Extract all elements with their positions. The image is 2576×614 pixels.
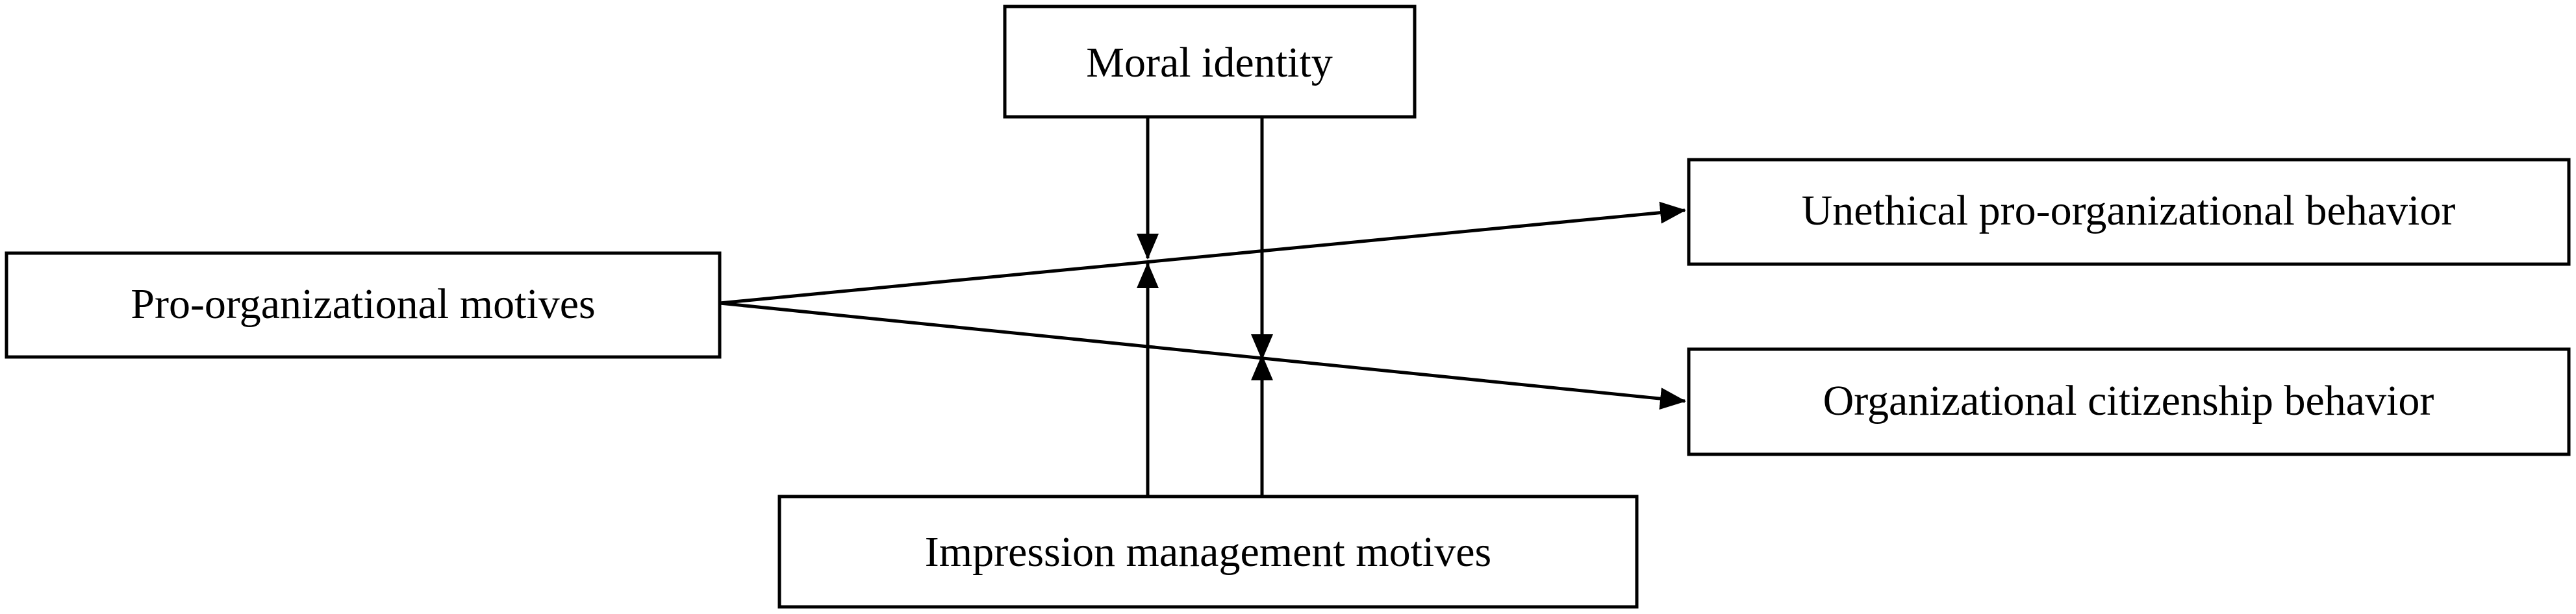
node-label: Impression management motives	[925, 528, 1491, 576]
node-label: Moral identity	[1086, 39, 1332, 86]
node-unethical-pro-organizational-behavior: Unethical pro-organizational behavior	[1687, 158, 2571, 266]
edge-motives-to-upb	[719, 201, 1686, 305]
node-label: Organizational citizenship behavior	[1823, 377, 2434, 424]
node-moral-identity: Moral identity	[1003, 5, 1417, 119]
edge-motives-to-ocb	[719, 301, 1686, 410]
node-organizational-citizenship-behavior: Organizational citizenship behavior	[1687, 347, 2571, 456]
node-label: Pro-organizational motives	[131, 280, 595, 328]
node-impression-management-motives: Impression management motives	[777, 495, 1639, 609]
node-pro-organizational-motives: Pro-organizational motives	[5, 251, 722, 359]
node-label: Unethical pro-organizational behavior	[1802, 187, 2456, 234]
